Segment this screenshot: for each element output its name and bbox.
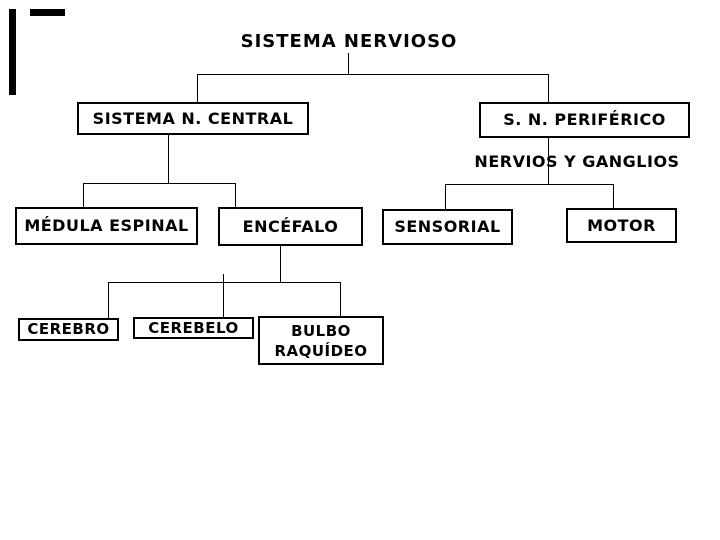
label-nervios-y-ganglios: NERVIOS Y GANGLIOS — [474, 152, 680, 171]
connector-left-bar — [83, 183, 236, 184]
connector-top-bar — [197, 74, 549, 75]
connector-drop-medula — [83, 183, 84, 207]
node-cerebro: CEREBRO — [18, 318, 119, 341]
connector-drop-sensorial — [445, 184, 446, 209]
scan-artifact-vertical-bar — [9, 9, 16, 95]
connector-encefalo-stem — [280, 246, 281, 282]
node-bulbo-raquideo: BULBO RAQUÍDEO — [258, 316, 384, 365]
connector-right-bar — [445, 184, 614, 185]
node-sensorial: SENSORIAL — [382, 209, 513, 245]
connector-drop-sn-periferico — [548, 74, 549, 102]
connector-periferico-stem — [548, 138, 549, 184]
node-encefalo: ENCÉFALO — [218, 207, 363, 246]
node-cerebelo: CEREBELO — [133, 317, 254, 339]
connector-central-stem — [168, 133, 169, 183]
scan-artifact-horizontal-bar — [30, 9, 65, 16]
connector-drop-motor — [613, 184, 614, 208]
connector-drop-sistema-central — [197, 74, 198, 102]
connector-title-stem — [348, 53, 349, 74]
connector-bottom-bar — [108, 282, 341, 283]
diagram-title: SISTEMA NERVIOSO — [240, 31, 458, 52]
connector-drop-encefalo — [235, 183, 236, 207]
connector-drop-cerebelo — [223, 274, 224, 317]
node-sistema-n-central: SISTEMA N. CENTRAL — [77, 102, 309, 135]
node-medula-espinal: MÉDULA ESPINAL — [15, 207, 198, 245]
connector-drop-cerebro — [108, 282, 109, 318]
node-motor: MOTOR — [566, 208, 677, 243]
node-sn-periferico: S. N. PERIFÉRICO — [479, 102, 690, 138]
connector-drop-bulbo — [340, 282, 341, 316]
